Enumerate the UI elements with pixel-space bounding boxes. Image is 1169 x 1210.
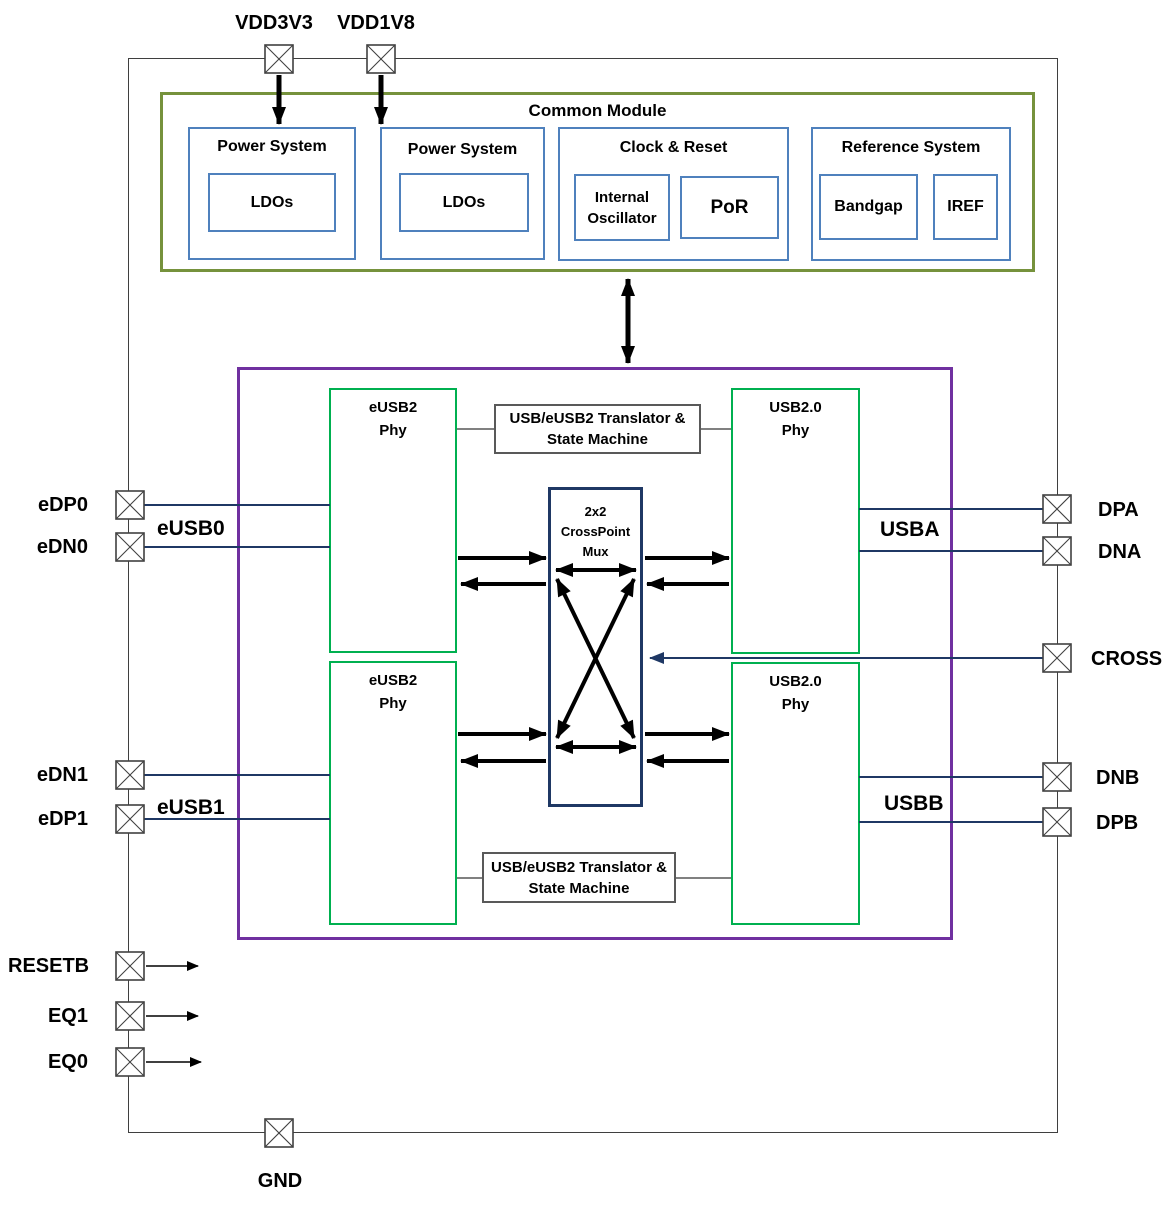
gnd-label: GND — [257, 1170, 303, 1192]
dpa-label: DPA — [1098, 499, 1139, 521]
pin-x-icon — [264, 1118, 294, 1148]
dnb-label: DNB — [1096, 767, 1140, 789]
iref-box: IREF — [933, 174, 998, 240]
pin-x-icon — [115, 804, 145, 834]
crosspoint-mux-box: 2x2 CrossPoint Mux — [548, 487, 643, 807]
ldos-1-label: LDOs — [250, 193, 294, 211]
por-label: PoR — [710, 196, 749, 218]
dna-label: DNA — [1098, 541, 1142, 563]
vdd3v3-label: VDD3V3 — [235, 12, 313, 34]
pin-dpb — [1042, 807, 1072, 837]
translator-b-label: USB/eUSB2 Translator & State Machine — [491, 858, 667, 897]
resetb-label: RESETB — [8, 955, 90, 977]
pin-x-icon — [115, 951, 145, 981]
usb2-phy-b-box: USB2.0 Phy — [731, 662, 860, 925]
eusb2-phy-b-label: eUSB2 Phy — [368, 672, 418, 712]
power-system-2-title: Power System — [407, 141, 518, 158]
usb2-phy-a-label: USB2.0 Phy — [769, 399, 822, 439]
edp0-label: eDP0 — [37, 494, 88, 516]
pin-vdd1v8 — [366, 44, 396, 74]
pin-edp0 — [115, 490, 145, 520]
translator-a-box: USB/eUSB2 Translator & State Machine — [494, 404, 701, 454]
pin-vdd3v3 — [264, 44, 294, 74]
power-system-1-box: Power System — [188, 127, 356, 260]
pin-edp1 — [115, 804, 145, 834]
translator-a-label: USB/eUSB2 Translator & State Machine — [509, 410, 686, 448]
pin-eq0 — [115, 1047, 145, 1077]
usbb-bus-label: USBB — [884, 792, 944, 815]
pin-x-icon — [115, 532, 145, 562]
ldos-2-box: LDOs — [399, 173, 529, 232]
clock-reset-box: Clock & Reset — [558, 127, 789, 261]
usb2-phy-b-label: USB2.0 Phy — [769, 673, 822, 713]
pin-cross — [1042, 643, 1072, 673]
edp1-label: eDP1 — [37, 808, 88, 830]
usba-bus-label: USBA — [880, 518, 940, 541]
eq0-label: EQ0 — [47, 1051, 88, 1073]
ldos-1-box: LDOs — [208, 173, 336, 232]
pin-x-icon — [115, 1001, 145, 1031]
common-module-title: Common Module — [528, 101, 667, 120]
crosspoint-mux-label: 2x2 CrossPoint Mux — [560, 504, 631, 560]
pin-resetb — [115, 951, 145, 981]
pin-dpa — [1042, 494, 1072, 524]
iref-label: IREF — [947, 198, 984, 215]
clock-reset-title: Clock & Reset — [619, 139, 728, 156]
bandgap-label: Bandgap — [834, 198, 903, 215]
pin-edn1 — [115, 760, 145, 790]
pin-eq1 — [115, 1001, 145, 1031]
pin-x-icon — [1042, 762, 1072, 792]
pin-x-icon — [1042, 494, 1072, 524]
eusb0-bus-label: eUSB0 — [157, 517, 225, 540]
pin-x-icon — [115, 1047, 145, 1077]
pin-x-icon — [264, 44, 294, 74]
pin-gnd — [264, 1118, 294, 1148]
eusb2-phy-b-box: eUSB2 Phy — [329, 661, 457, 925]
por-box: PoR — [680, 176, 779, 239]
reference-system-box: Reference System — [811, 127, 1011, 261]
ldos-2-label: LDOs — [442, 193, 486, 211]
core-region-box — [237, 367, 953, 940]
power-system-1-title: Power System — [217, 138, 327, 155]
eusb2-phy-a-box: eUSB2 Phy — [329, 388, 457, 653]
cross-label: CROSS — [1091, 648, 1163, 670]
eusb2-phy-a-label: eUSB2 Phy — [368, 399, 418, 439]
edn1-label: eDN1 — [36, 764, 88, 786]
pin-x-icon — [1042, 536, 1072, 566]
reference-system-title: Reference System — [841, 139, 981, 156]
pin-dnb — [1042, 762, 1072, 792]
usb2-phy-a-box: USB2.0 Phy — [731, 388, 860, 654]
chip-boundary — [128, 58, 1058, 1133]
eq1-label: EQ1 — [47, 1005, 88, 1027]
internal-oscillator-box: Internal Oscillator — [574, 174, 670, 241]
internal-oscillator-label: Internal Oscillator — [587, 188, 657, 227]
pin-dna — [1042, 536, 1072, 566]
pin-x-icon — [1042, 643, 1072, 673]
dpb-label: DPB — [1096, 812, 1139, 834]
translator-b-box: USB/eUSB2 Translator & State Machine — [482, 852, 676, 903]
edn0-label: eDN0 — [36, 536, 88, 558]
pin-x-icon — [366, 44, 396, 74]
eusb1-bus-label: eUSB1 — [157, 796, 225, 819]
common-module-box: Common Module — [160, 92, 1035, 272]
vdd1v8-label: VDD1V8 — [337, 12, 415, 34]
pin-edn0 — [115, 532, 145, 562]
pin-x-icon — [1042, 807, 1072, 837]
bandgap-box: Bandgap — [819, 174, 918, 240]
pin-x-icon — [115, 760, 145, 790]
power-system-2-box: Power System — [380, 127, 545, 260]
pin-x-icon — [115, 490, 145, 520]
